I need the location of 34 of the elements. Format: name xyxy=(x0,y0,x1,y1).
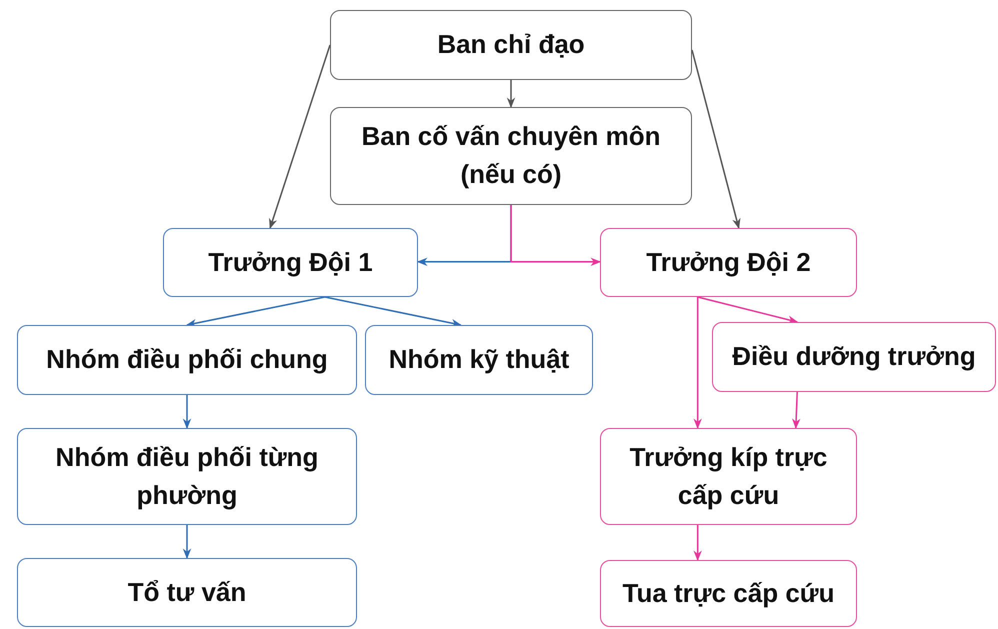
arrow xyxy=(269,44,331,229)
org-box xyxy=(17,558,357,627)
box-label: Nhóm điều phối từng phường xyxy=(54,440,320,512)
arrow xyxy=(506,80,516,108)
org-box xyxy=(600,228,857,297)
box-label: Trưởng kíp trực cấp cứu xyxy=(628,440,828,512)
box-label: Điều dưỡng trưởng xyxy=(732,340,976,374)
arrow xyxy=(691,50,740,230)
arrow xyxy=(324,296,462,328)
org-box xyxy=(365,325,593,395)
box-label: Tua trực cấp cứu xyxy=(622,576,834,610)
box-label: Nhóm kỹ thuật xyxy=(388,343,570,376)
org-box xyxy=(330,107,692,205)
org-box xyxy=(330,10,692,80)
org-box xyxy=(163,228,418,297)
arrow xyxy=(182,395,192,430)
arrow xyxy=(792,392,800,430)
org-box xyxy=(17,325,357,395)
box-label: Nhóm điều phối chung xyxy=(46,343,328,376)
box-label: Trưởng Đội 2 xyxy=(646,246,811,279)
arrow xyxy=(510,205,602,266)
org-box xyxy=(17,428,357,525)
arrow xyxy=(182,525,192,560)
org-box xyxy=(712,322,996,392)
arrow xyxy=(693,297,702,430)
box-label: Trưởng Đội 1 xyxy=(208,246,373,279)
org-box xyxy=(600,560,857,627)
org-box xyxy=(600,428,857,525)
box-label: Tổ tư vấn xyxy=(128,576,246,609)
arrow xyxy=(186,296,326,328)
box-label: Ban cố vấn chuyên môn (nếu có) xyxy=(360,120,662,191)
arrow xyxy=(697,296,798,324)
box-label: Ban chỉ đạo xyxy=(437,28,585,62)
arrow xyxy=(693,525,702,562)
